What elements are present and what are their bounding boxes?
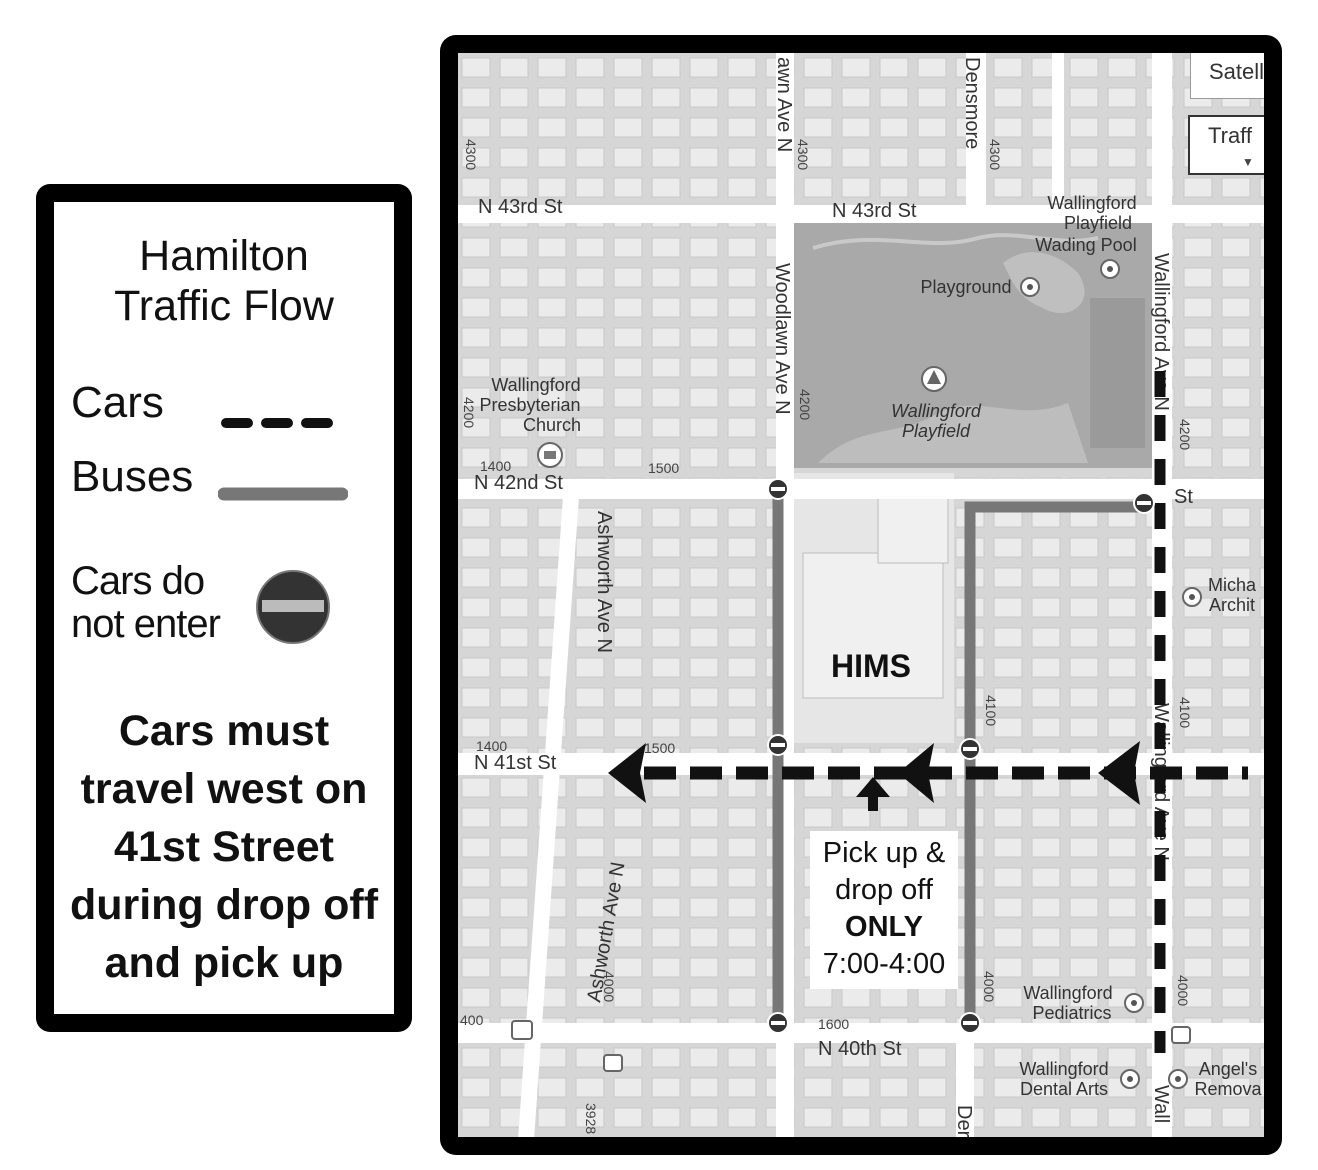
north-arrow-pickup <box>856 777 890 797</box>
traffic-label: Traff <box>1208 123 1253 148</box>
label-wading-pool-3: Wading Pool <box>1035 235 1136 255</box>
street-woodlawn-top: awn Ave N <box>773 57 795 152</box>
bus-stop-icon <box>603 1054 623 1072</box>
label-playfield-2: Playfield <box>902 421 971 441</box>
street-densmore: Densmore <box>961 57 983 149</box>
label-dental-1: Wallingford <box>1019 1059 1108 1079</box>
bus-routes <box>772 487 1150 1029</box>
svg-text:1400: 1400 <box>480 458 511 474</box>
label-church-1: Wallingford <box>491 375 580 395</box>
street-densmore-south: Der <box>953 1105 975 1137</box>
no-enter-label-line2: not enter <box>71 602 221 646</box>
label-playfield-1: Wallingford <box>891 401 982 421</box>
svg-text:3928: 3928 <box>583 1103 599 1134</box>
do-not-enter-icon <box>959 738 981 760</box>
pickup-line4: 7:00-4:00 <box>822 948 946 980</box>
label-hims: HIMS <box>831 648 911 684</box>
svg-text:1500: 1500 <box>644 740 675 756</box>
do-not-enter-icon <box>767 734 789 756</box>
street-woodlawn: Woodlawn Ave N <box>771 263 793 415</box>
cars-label: Cars <box>71 378 164 427</box>
do-not-enter-icon <box>767 1012 789 1034</box>
west-arrow-1 <box>608 743 646 803</box>
label-wading-pool-2: Playfield <box>1064 213 1132 233</box>
satellite-button[interactable]: Satell <box>1190 53 1264 99</box>
buses-label: Buses <box>71 452 194 501</box>
bus-stop-icon <box>511 1020 533 1040</box>
note-line-1: Cars must <box>118 707 330 755</box>
cars-dashed-line-symbol <box>221 418 349 428</box>
do-not-enter-markers <box>767 478 1155 1034</box>
legend-title-line1: Hamilton <box>139 232 309 280</box>
svg-text:4300: 4300 <box>463 139 479 170</box>
map-view[interactable]: N 43rd St N 43rd St N 42nd St N 41st St … <box>440 35 1282 1155</box>
note-line-5: and pick up <box>104 939 344 987</box>
note-line-3: 41st Street <box>114 823 334 871</box>
west-arrow-2 <box>898 743 934 803</box>
label-church-3: Church <box>523 415 581 435</box>
svg-text:1600: 1600 <box>818 1016 849 1032</box>
hims-school-building <box>794 473 954 743</box>
street-n42nd: N 42nd St <box>474 472 563 494</box>
label-angels-2: Remova <box>1194 1079 1262 1099</box>
label-angels-1: Angel's <box>1199 1059 1257 1079</box>
traffic-button[interactable]: Traff ▼ <box>1188 115 1264 175</box>
note-line-2: travel west on <box>80 765 368 813</box>
do-not-enter-icon <box>256 570 330 644</box>
legend-note: Cars must travel west on 41st Street dur… <box>54 702 394 992</box>
street-wall-fragment: Wall <box>1150 1085 1172 1123</box>
label-pediatrics-1: Wallingford <box>1023 983 1112 1003</box>
place-icons <box>511 259 1202 1089</box>
do-not-enter-icon <box>767 478 789 500</box>
label-michael-1: Micha <box>1208 575 1257 595</box>
bus-stop-icon <box>1171 1026 1191 1044</box>
svg-text:1400: 1400 <box>476 738 507 754</box>
street-n43rd-west: N 43rd St <box>478 196 563 218</box>
do-not-enter-icon <box>959 1012 981 1034</box>
no-enter-label-line1: Cars do <box>71 559 205 603</box>
pickup-dropoff-box: Pick up & drop off ONLY 7:00-4:00 <box>810 831 958 989</box>
bus-route-densmore-42nd <box>964 501 1150 1029</box>
street-n41st: N 41st St <box>474 752 557 774</box>
pickup-line3: ONLY <box>845 911 923 943</box>
street-ashworth-north: Ashworth Ave N <box>593 511 615 653</box>
street-n40th: N 40th St <box>818 1038 902 1060</box>
label-playground: Playground <box>920 277 1011 297</box>
svg-text:4100: 4100 <box>1177 697 1193 728</box>
svg-text:4300: 4300 <box>987 139 1003 170</box>
place-labels: Wallingford Playfield Wading Pool Playgr… <box>479 193 1262 1099</box>
legend-panel: Hamilton Traffic Flow Cars Buses Cars do… <box>36 184 412 1032</box>
label-church-2: Presbyterian <box>479 395 580 415</box>
svg-text:4100: 4100 <box>983 695 999 726</box>
label-michael-2: Archit <box>1209 595 1255 615</box>
label-wading-pool-1: Wallingford <box>1047 193 1136 213</box>
svg-text:4200: 4200 <box>461 397 477 428</box>
svg-text:400: 400 <box>460 1012 484 1028</box>
svg-text:4000: 4000 <box>1175 975 1191 1006</box>
svg-text:4200: 4200 <box>797 389 813 420</box>
svg-text:4000: 4000 <box>601 971 617 1002</box>
svg-text:4300: 4300 <box>795 139 811 170</box>
svg-text:4000: 4000 <box>981 971 997 1002</box>
street-n43rd-east: N 43rd St <box>832 200 917 222</box>
label-dental-2: Dental Arts <box>1020 1079 1108 1099</box>
do-not-enter-icon <box>1133 492 1155 514</box>
street-st-fragment: St <box>1174 486 1193 508</box>
chevron-down-icon: ▼ <box>1242 155 1254 169</box>
svg-text:4200: 4200 <box>1177 419 1193 450</box>
label-pediatrics-2: Pediatrics <box>1032 1003 1111 1023</box>
west-arrow-3 <box>1098 741 1140 805</box>
svg-text:1500: 1500 <box>648 460 679 476</box>
legend-title-line2: Traffic Flow <box>114 282 334 330</box>
pickup-line1: Pick up & <box>822 837 946 869</box>
pickup-line2: drop off <box>835 874 933 906</box>
note-line-4: during drop off <box>69 881 379 929</box>
block-numbers: 4300 4300 4300 4200 4200 4200 1400 1500 … <box>460 139 1193 1134</box>
car-arrows <box>608 741 1140 805</box>
buses-solid-line-symbol <box>218 487 348 501</box>
